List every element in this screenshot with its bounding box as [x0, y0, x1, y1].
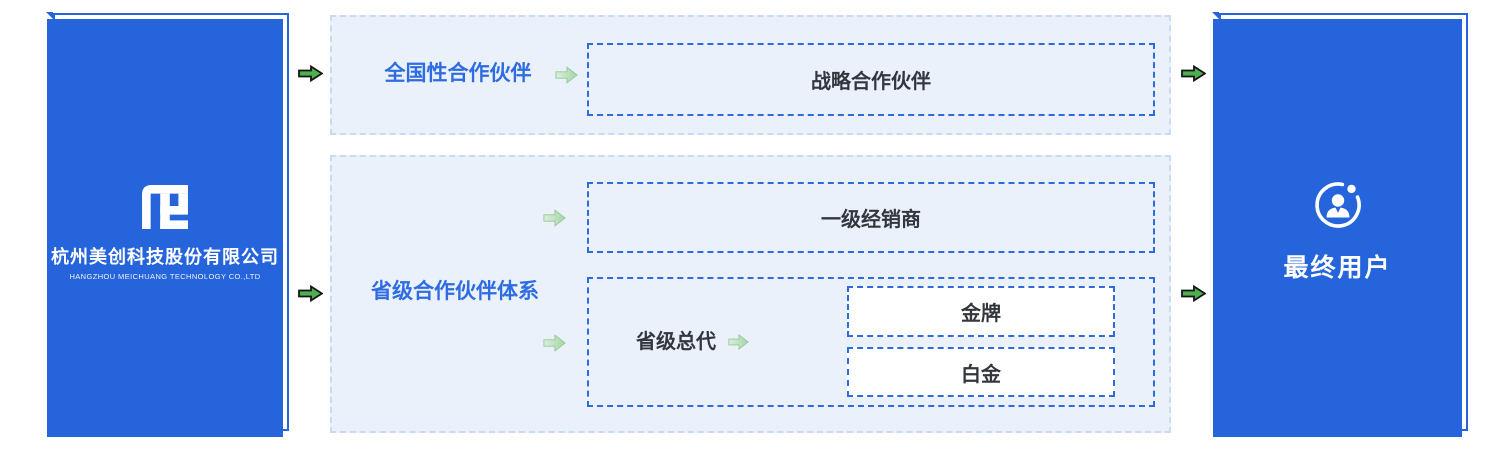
company-card-content: 杭州美创科技股份有限公司 HANGZHOU MEICHUANG TECHNOLO… — [47, 185, 283, 281]
end-user-card-fold-corner-bottom — [1455, 424, 1462, 431]
green-arrow-right-icon — [298, 64, 324, 87]
gold-level-label: 金牌 — [961, 303, 1001, 325]
national-panel-title: 全国性合作伙伴 — [384, 62, 532, 85]
green-arrow-right-icon — [1181, 284, 1207, 307]
company-name: 杭州美创科技股份有限公司 — [51, 247, 279, 267]
light-green-arrow-right-icon — [555, 65, 578, 90]
end-user-card: 最终用户 — [1213, 19, 1462, 437]
company-card-fold-corner-bottom — [276, 424, 283, 431]
end-user-card-fold-corner — [1212, 12, 1219, 19]
strategic-partner-label: 战略合作伙伴 — [811, 71, 931, 93]
light-green-arrow-right-icon — [543, 208, 566, 233]
provincial-panel-title: 省级合作伙伴体系 — [371, 280, 539, 303]
company-name-english: HANGZHOU MEICHUANG TECHNOLOGY CO.,LTD — [69, 272, 261, 281]
national-partner-panel: 全国性合作伙伴 战略合作伙伴 — [330, 15, 1171, 135]
end-user-label: 最终用户 — [1283, 254, 1392, 282]
user-circle-icon — [1312, 179, 1364, 236]
light-green-arrow-right-icon — [543, 333, 566, 358]
provincial-agent-box: 省级总代 金牌 白金 — [587, 277, 1155, 407]
gold-level-box: 金牌 — [847, 286, 1115, 337]
platinum-level-box: 白金 — [847, 347, 1115, 397]
strategic-partner-box: 战略合作伙伴 — [587, 43, 1155, 116]
meichuang-monogram-icon — [142, 185, 188, 234]
company-card-fold-corner — [46, 12, 53, 19]
green-arrow-right-icon — [1181, 64, 1207, 87]
platinum-level-label: 白金 — [961, 363, 1001, 386]
provincial-agent-label: 省级总代 — [636, 331, 716, 353]
provincial-partner-panel: 省级合作伙伴体系 一级经销商 省级总代 金牌 白金 — [330, 155, 1171, 433]
tier1-distributor-box: 一级经销商 — [587, 182, 1155, 253]
end-user-card-content: 最终用户 — [1213, 179, 1462, 284]
green-arrow-right-icon — [298, 284, 324, 307]
tier1-distributor-label: 一级经销商 — [821, 209, 921, 231]
light-green-arrow-right-icon — [728, 333, 749, 357]
company-card: 杭州美创科技股份有限公司 HANGZHOU MEICHUANG TECHNOLO… — [47, 19, 283, 437]
